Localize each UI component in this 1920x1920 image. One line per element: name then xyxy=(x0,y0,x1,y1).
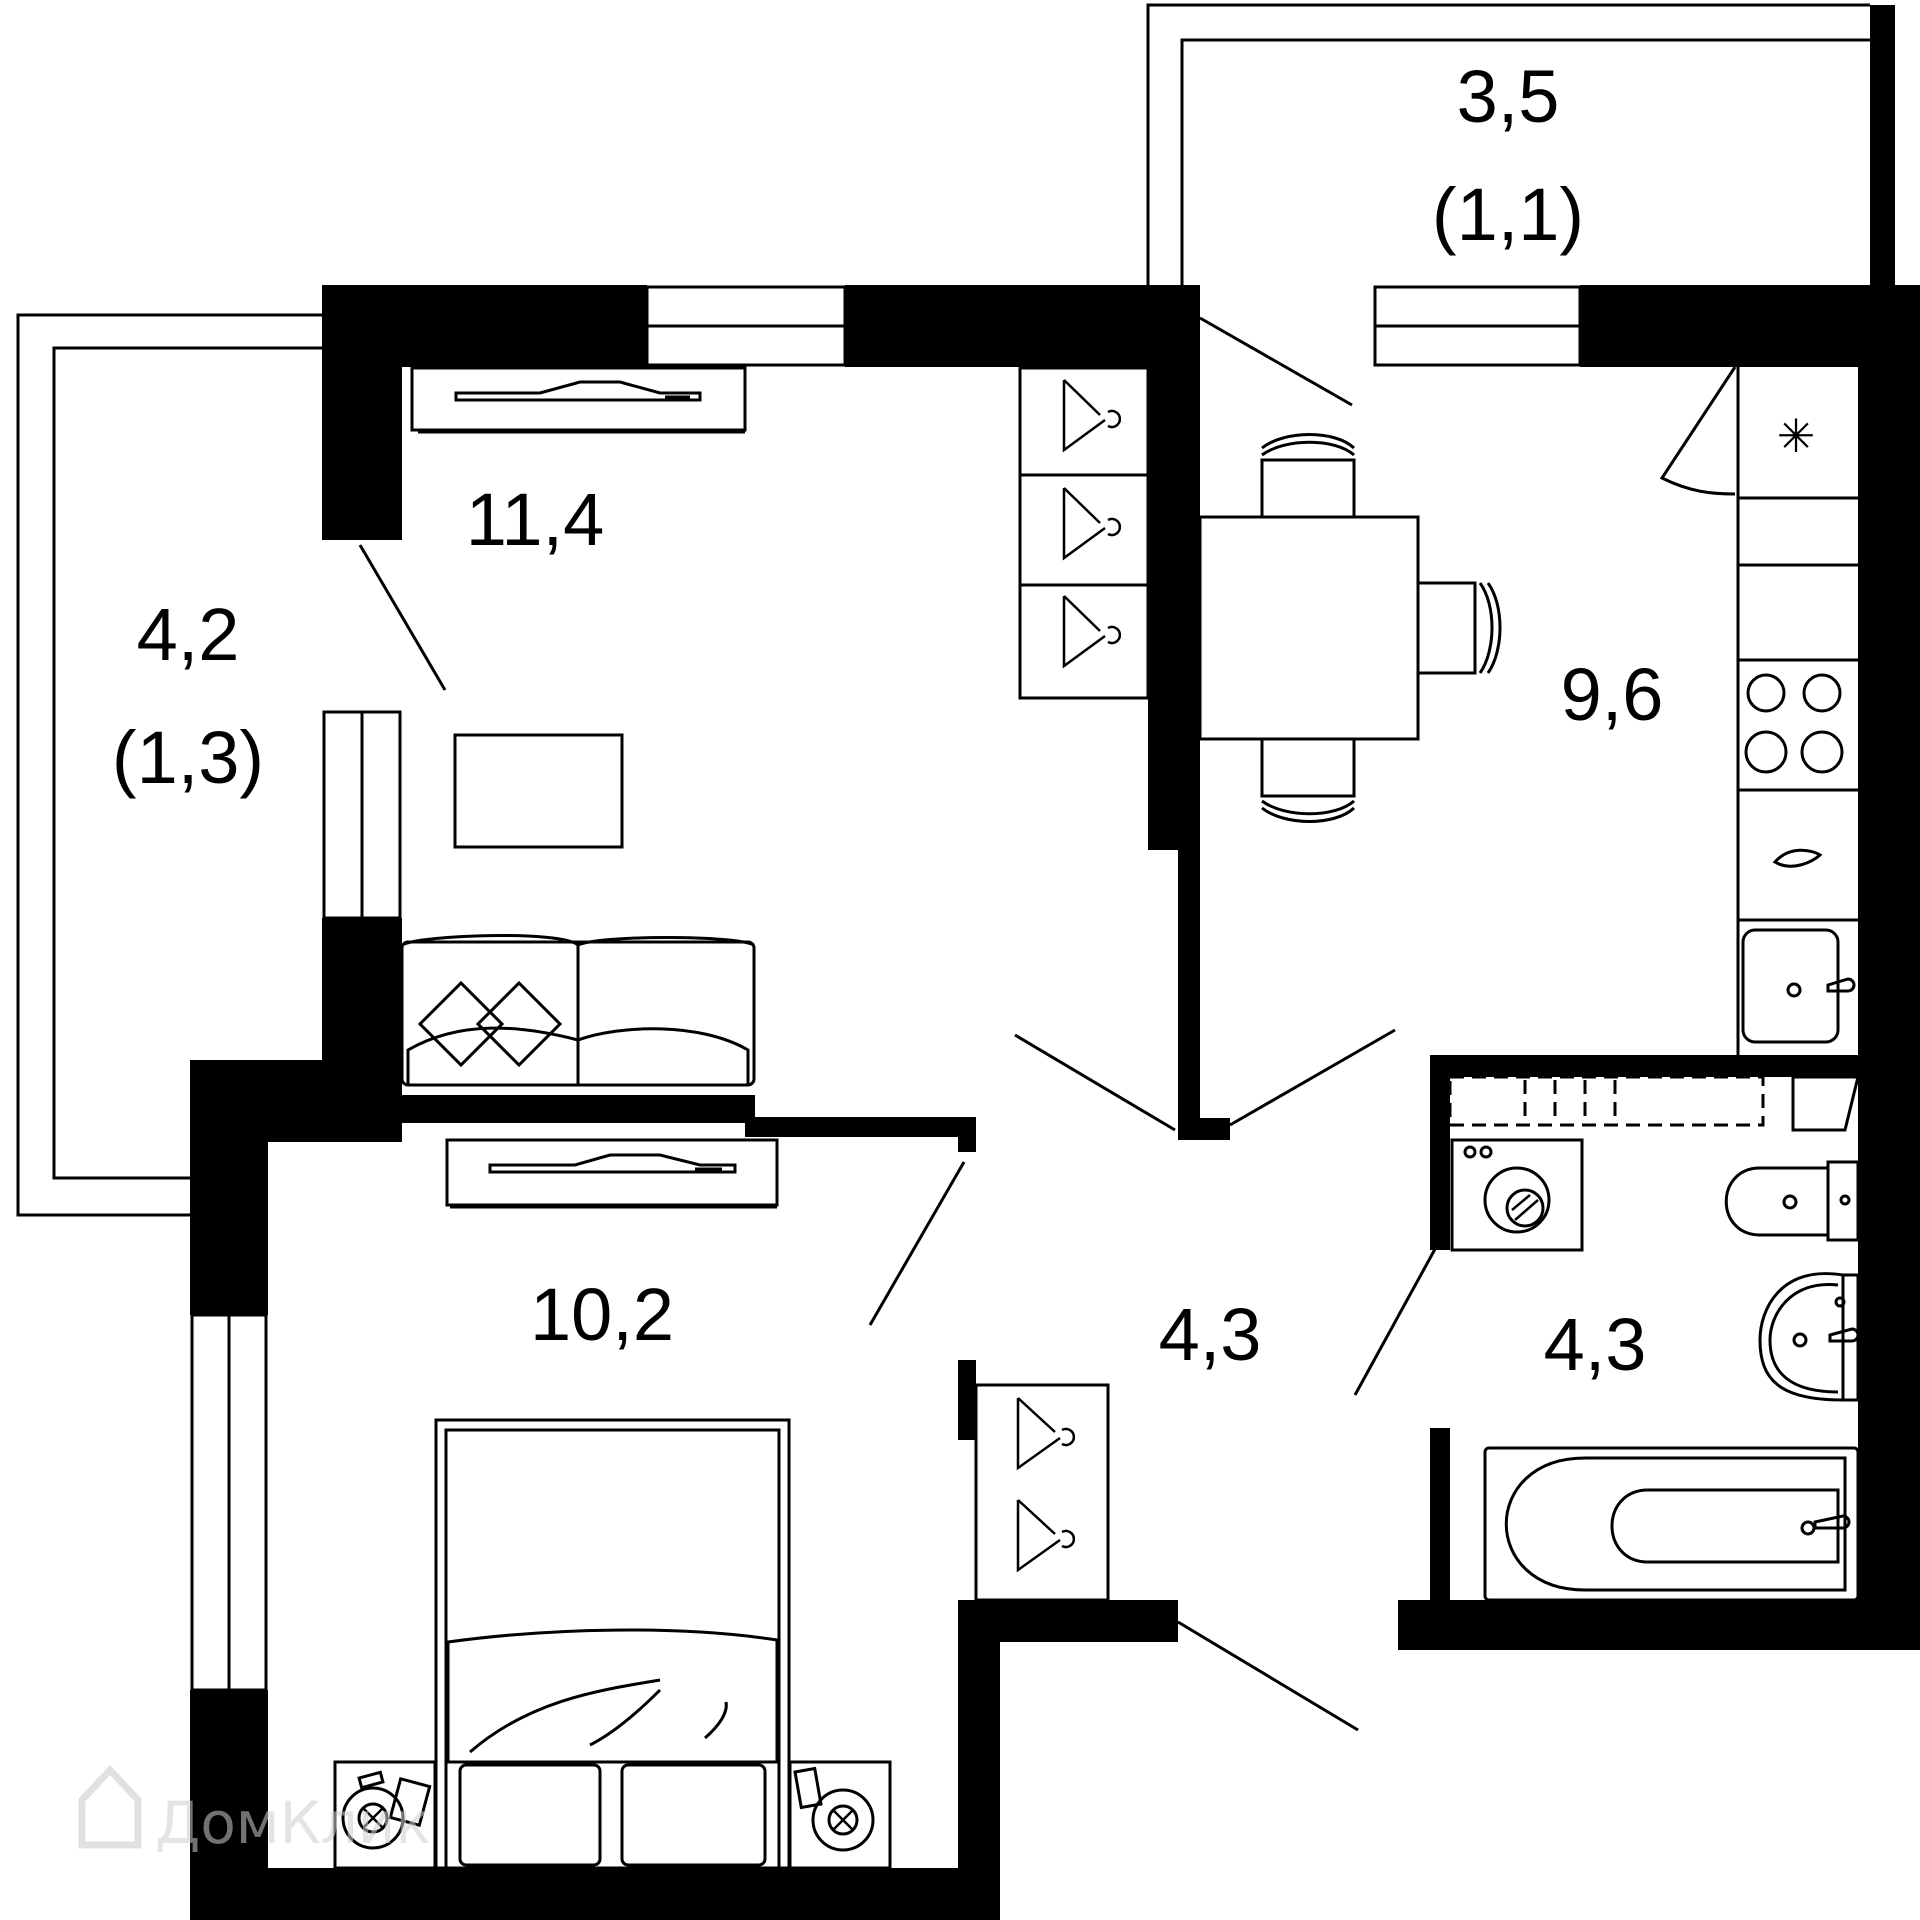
balcony-left-area: 4,2 xyxy=(137,593,240,676)
house-logo-icon xyxy=(78,1764,142,1849)
hallway-area: 4,3 xyxy=(1159,1293,1262,1376)
kitchen-sink xyxy=(1741,928,1856,1044)
bathtub-icon xyxy=(1483,1446,1860,1602)
balcony-top-area: 3,5 xyxy=(1457,55,1560,138)
windows xyxy=(190,285,1582,1692)
watermark: ДомКлик xyxy=(78,1764,431,1857)
snowflake-icon: ✳ xyxy=(1777,409,1816,463)
wardrobe-hallway xyxy=(974,1383,1110,1602)
kitchen-counter: ✳ xyxy=(1659,366,1858,1055)
bed xyxy=(333,1418,892,1870)
bathroom-fixtures xyxy=(1448,1075,1860,1602)
hanger-icon xyxy=(1016,1397,1061,1471)
stove-icon xyxy=(1744,673,1844,774)
balcony-top-area-reduced: (1,1) xyxy=(1432,173,1584,256)
living-room-area: 11,4 xyxy=(466,478,605,561)
balcony-left-area-reduced: (1,3) xyxy=(112,716,264,799)
washing-machine-icon xyxy=(1450,1138,1584,1252)
wardrobe-living xyxy=(1018,366,1150,700)
hanger-icon xyxy=(1016,1499,1061,1573)
lamp-icon xyxy=(793,1766,875,1852)
watermark-text: ДомКлик xyxy=(155,1789,431,1857)
drop-icon xyxy=(1772,848,1823,868)
balcony-top xyxy=(1146,3,1870,290)
kitchen-area: 9,6 xyxy=(1561,653,1664,736)
door-swings xyxy=(358,316,1442,1732)
washbasin-icon xyxy=(1758,1272,1860,1402)
balcony-left xyxy=(16,313,322,1217)
bedroom-area: 10,2 xyxy=(530,1273,674,1356)
bathroom-area: 4,3 xyxy=(1544,1303,1647,1386)
hanger-icon xyxy=(1062,595,1106,669)
coffee-table xyxy=(453,733,624,849)
dining-table xyxy=(1198,433,1502,823)
hanger-icon xyxy=(1062,379,1106,453)
lamp-icon xyxy=(341,1770,432,1850)
hanger-icon xyxy=(1062,487,1106,561)
toilet-icon xyxy=(1724,1160,1860,1242)
sofa xyxy=(400,934,756,1087)
tv-stand-bedroom xyxy=(445,1138,779,1209)
walls xyxy=(190,5,1920,1920)
tv-stand-living xyxy=(410,366,747,434)
